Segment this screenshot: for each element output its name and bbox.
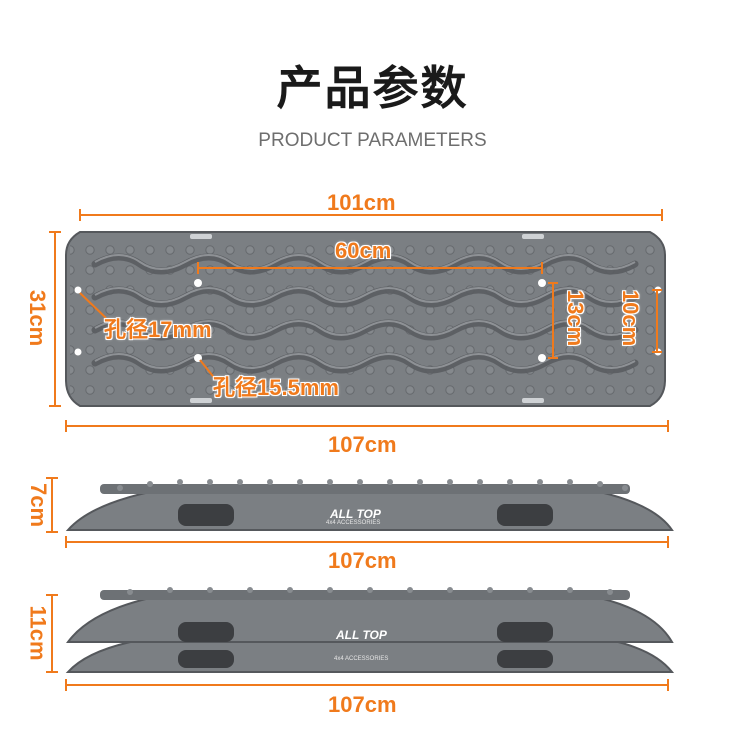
brand-sub-stacked: 4x4 ACCESSORIES: [334, 656, 389, 662]
thickness-11-label: 11cm: [25, 605, 51, 661]
height-10-label: 10cm: [618, 289, 644, 347]
hole-17mm-label: 孔径17mm: [104, 317, 212, 342]
length-101-label: 101cm: [327, 190, 396, 215]
page-subtitle: PRODUCT PARAMETERS: [258, 130, 487, 151]
brand-logo-stacked: ALL TOP: [336, 628, 387, 642]
side-view-board: [65, 479, 674, 531]
height-13-label: 13cm: [563, 289, 589, 347]
side-dimension-lines: [46, 477, 669, 548]
stacked-dimension-lines: [46, 594, 669, 691]
top-view-board: [65, 231, 666, 407]
hole-15-5mm-label: 孔径15.5mm: [213, 375, 339, 400]
length-107-top-label: 107cm: [328, 432, 397, 457]
page-title: 产品参数: [276, 61, 469, 115]
stacked-view-boards: [65, 587, 675, 673]
brand-sub-side: 4x4 ACCESSORIES: [326, 520, 381, 526]
width-31-label: 31cm: [25, 289, 51, 347]
brand-logo-side: ALL TOP: [330, 507, 381, 521]
thickness-7-label: 7cm: [26, 482, 52, 528]
length-60-label: 60cm: [335, 238, 392, 263]
top-dimension-lines: [49, 209, 669, 432]
length-107-side-label: 107cm: [328, 548, 397, 573]
length-107-stacked-label: 107cm: [328, 692, 397, 717]
